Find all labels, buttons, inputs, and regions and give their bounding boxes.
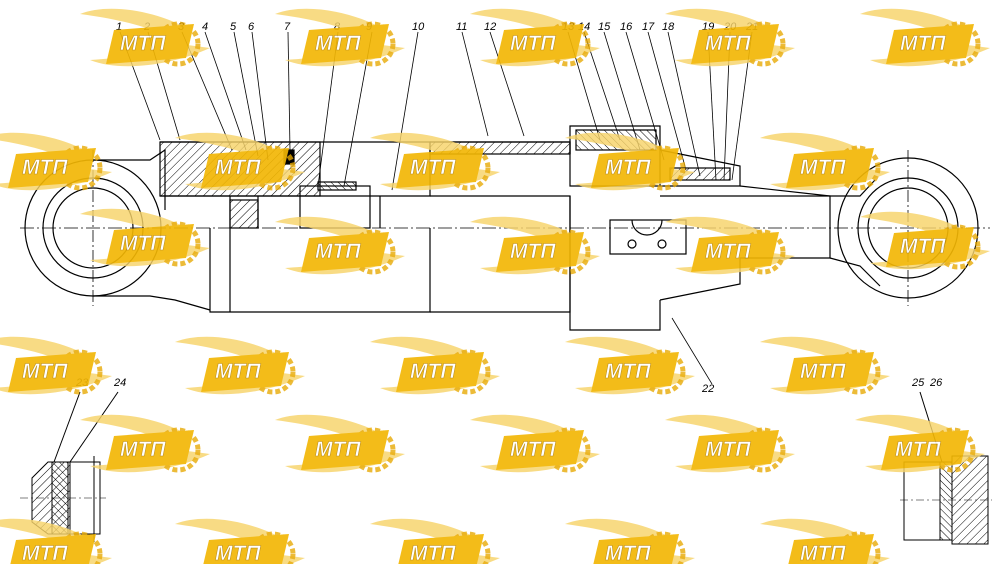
watermark-layer: МТП МТП МТП МТП МТП МТП МТП МТП МТП МТП … xyxy=(0,9,990,564)
watermark-text: МТП xyxy=(120,438,166,461)
callout-24: 24 xyxy=(113,377,126,389)
watermark-text: МТП xyxy=(120,232,166,255)
callout-1: 1 xyxy=(116,21,122,33)
watermark-text: МТП xyxy=(215,360,261,383)
watermark-text: МТП xyxy=(605,156,651,179)
watermark-text: МТП xyxy=(410,542,456,564)
watermark-text: МТП xyxy=(800,360,846,383)
watermark-text: МТП xyxy=(410,360,456,383)
callout-15: 15 xyxy=(598,21,611,33)
watermark-text: МТП xyxy=(605,542,651,564)
callout-12: 12 xyxy=(484,21,496,33)
watermark-text: МТП xyxy=(895,438,941,461)
watermark-text: МТП xyxy=(705,240,751,263)
callout-8: 8 xyxy=(334,21,341,33)
watermark-text: МТП xyxy=(900,32,946,55)
callout-7: 7 xyxy=(284,21,291,33)
callout-11: 11 xyxy=(456,21,467,33)
watermark-text: МТП xyxy=(315,32,361,55)
watermark-text: МТП xyxy=(215,542,261,564)
watermark-text: МТП xyxy=(800,542,846,564)
watermark-text: МТП xyxy=(22,156,68,179)
callout-4: 4 xyxy=(202,21,208,33)
callout-16: 16 xyxy=(620,21,633,33)
watermark-text: МТП xyxy=(410,156,456,179)
cylinder-assembly xyxy=(20,31,990,385)
callout-25: 25 xyxy=(911,377,925,389)
watermark-text: МТП xyxy=(22,360,68,383)
callout-6: 6 xyxy=(248,21,255,33)
detail-view-left xyxy=(20,391,119,542)
detail-view-right xyxy=(900,391,992,545)
watermark-text: МТП xyxy=(800,156,846,179)
callout-26: 26 xyxy=(929,377,943,389)
watermark-text: МТП xyxy=(705,32,751,55)
callout-5: 5 xyxy=(230,21,237,33)
callout-10: 10 xyxy=(412,21,425,33)
watermark-text: МТП xyxy=(22,542,68,564)
callout-18: 18 xyxy=(662,21,675,33)
watermark-text: МТП xyxy=(315,438,361,461)
callout-22: 22 xyxy=(701,383,714,395)
watermark-text: МТП xyxy=(605,360,651,383)
watermark-text: МТП xyxy=(510,32,556,55)
callout-17: 17 xyxy=(642,21,655,33)
watermark-text: МТП xyxy=(315,240,361,263)
watermark-text: МТП xyxy=(120,32,166,55)
watermark-text: МТП xyxy=(900,235,946,258)
watermark-text: МТП xyxy=(510,438,556,461)
watermark-text: МТП xyxy=(705,438,751,461)
watermark-text: МТП xyxy=(510,240,556,263)
watermark-text: МТП xyxy=(215,156,261,179)
